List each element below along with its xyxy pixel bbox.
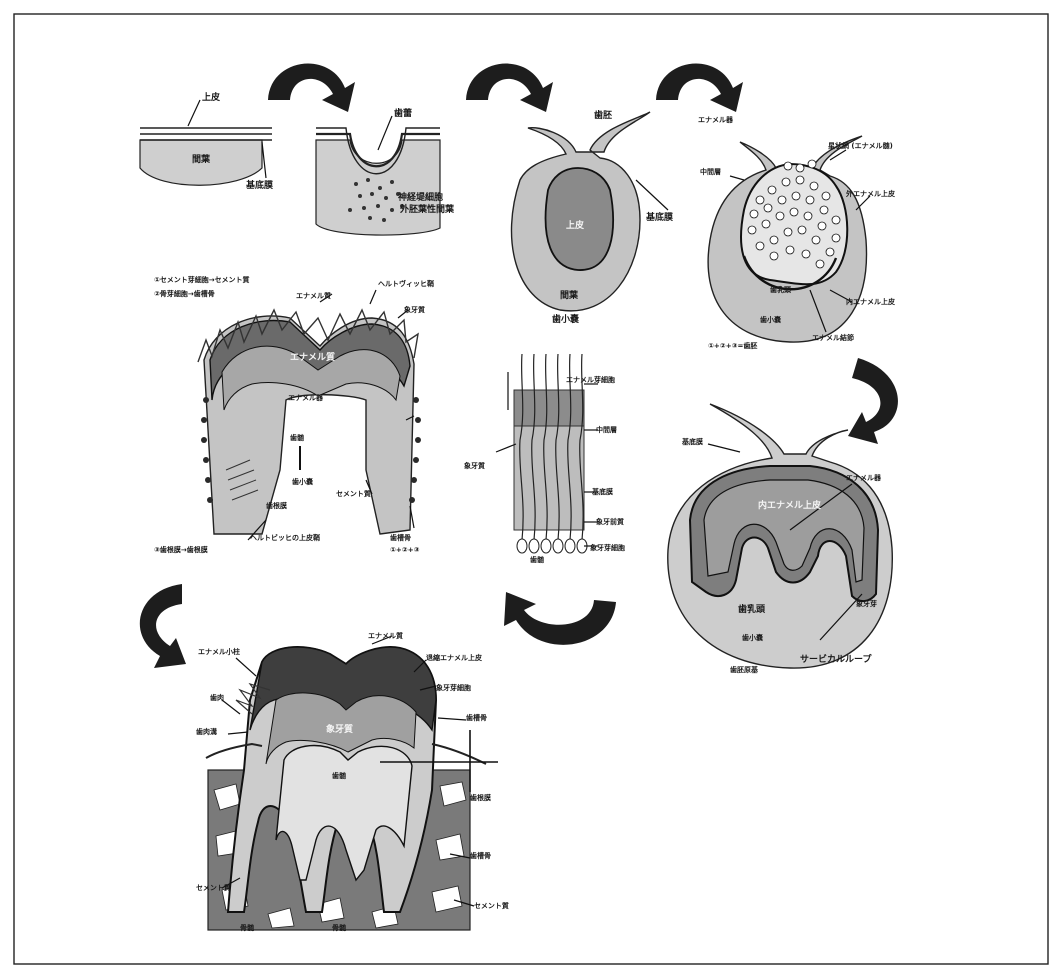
label-inner-enamel-late: 内エナメル上皮 — [758, 499, 822, 511]
label-cementum-complete-2: セメント質 — [474, 901, 509, 910]
label-ectomesenchyme: 外胚葉性間葉 — [399, 203, 455, 215]
label-marrow-complete: 骨髄 — [332, 923, 347, 932]
label-tooth-germ: 歯胚 — [594, 109, 612, 121]
label-periodontal-complete: 歯根膜 — [470, 793, 491, 802]
label-neural-crest: 神経堤細胞 — [398, 191, 443, 203]
label-basement-membrane: 基底膜 — [245, 179, 274, 191]
label-predentin: 象牙前質 — [596, 517, 624, 526]
label-enamel-layer: エナメル質 — [290, 351, 335, 363]
label-gingiva: 歯肉 — [210, 693, 224, 702]
stage-bud: 歯蕾 神経堤細胞 外胚葉性間葉 — [316, 107, 455, 235]
label-enamel-organ-bell: エナメル器 — [698, 115, 734, 124]
stage-complete: エナメル質 エナメル小柱 歯肉 退縮エナメル上皮 象牙質 歯肉溝 歯髄 象牙芽細… — [196, 631, 509, 932]
label-dental-sac-late: 歯小嚢 — [742, 633, 764, 642]
label-odontoblast-late: 象牙芽 — [856, 599, 877, 608]
stage-crown: ①セメント芽細胞→セメント質 ②骨芽細胞→歯槽骨 エナメル質 ヘルトヴィッヒ鞘 … — [154, 275, 434, 554]
label-ameloblast: エナメル芽細胞 — [566, 375, 615, 384]
stage-bell-early: エナメル器 星状網 (エナメル髄) 外エナメル上皮 中間層 歯乳頭 内エナメル上… — [698, 115, 895, 350]
label-root-complete: 骨髄 — [240, 923, 255, 932]
label-enamel-knot: エナメル結節 — [812, 333, 854, 342]
label-cap-mesenchyme: 間葉 — [560, 289, 579, 301]
label-pulp-complete: 歯髄 — [332, 771, 347, 780]
stage-apposition: エナメル芽細胞 中間層 象牙質 基底膜 象牙前質 象牙芽細胞 歯髄 — [464, 354, 625, 564]
stage-bell-late: 基底膜 エナメル器 内エナメル上皮 歯乳頭 象牙芽 歯小嚢 サービカルループ 歯… — [668, 404, 893, 674]
label-cap-epithelium: 上皮 — [566, 219, 585, 231]
label-dentin-apposition: 象牙質 — [464, 461, 485, 470]
label-hertwig: ヘルトヴィッヒ鞘 — [378, 279, 434, 288]
label-enamel-rod: エナメル小柱 — [198, 647, 240, 656]
label-pulp-apposition: 歯髄 — [530, 555, 545, 564]
label-pulp-crown: 歯髄 — [290, 433, 305, 442]
label-enamel-organ: 歯蕾 — [394, 107, 412, 119]
label-enamel-complete: エナメル質 — [368, 631, 403, 640]
label-mesenchyme: 間葉 — [192, 153, 211, 165]
label-alveolar-complete: 歯槽骨 — [470, 851, 491, 860]
label-basement-apposition: 基底膜 — [591, 487, 613, 496]
label-dental-papilla-late: 歯乳頭 — [738, 603, 766, 615]
label-cap-basement: 基底膜 — [645, 211, 674, 223]
label-inner-enamel-epithelium: 内エナメル上皮 — [846, 297, 895, 306]
label-cervical-loop: サービカルループ — [800, 653, 872, 665]
label-dentin-complete: 象牙質 — [326, 723, 353, 735]
cycle-arrow-1 — [268, 64, 355, 112]
label-enamel-crown: エナメル質 — [296, 291, 331, 300]
cycle-arrow-4 — [848, 358, 898, 444]
label-formula-early: ①+②+③=歯胚 — [708, 341, 757, 350]
label-enamel-organ-late: エナメル器 — [846, 473, 882, 482]
label-reduced-enamel: 退縮エナメル上皮 — [426, 653, 482, 662]
stage-cap: 歯胚 上皮 基底膜 間葉 歯小嚢 — [511, 109, 674, 325]
label-sac-crown: 歯小嚢 — [292, 477, 314, 486]
label-formula-crown: ①+②+③ — [390, 546, 420, 554]
label-odontoblast-complete: 象牙芽細胞 — [436, 683, 471, 692]
label-dental-sac: 歯小嚢 — [552, 313, 580, 325]
label-periodontal-note: ③歯根膜→歯根膜 — [154, 545, 208, 554]
cycle-arrow-5 — [504, 592, 616, 645]
label-dental-papilla-early: 歯乳頭 — [770, 285, 792, 294]
stage-initiation: 上皮 間葉 基底膜 — [140, 91, 274, 191]
label-dental-sac-early: 歯小嚢 — [760, 315, 782, 324]
label-alveolar-crown: 歯槽骨 — [390, 533, 411, 542]
label-osteoblast-note: ②骨芽細胞→歯槽骨 — [154, 289, 215, 298]
label-stellate-reticulum: 星状網 (エナメル髄) — [828, 141, 893, 150]
label-periodontal-crown: 歯根膜 — [266, 501, 287, 510]
label-cementum-crown: セメント質 — [336, 489, 371, 498]
label-bone-complete: 歯槽骨 — [466, 713, 487, 722]
label-gingival-sulcus: 歯肉溝 — [196, 727, 217, 736]
label-epithelium: 上皮 — [202, 91, 221, 103]
label-cementoblast-note: ①セメント芽細胞→セメント質 — [154, 275, 250, 284]
label-enamel-organ-crown: エナメル器 — [288, 393, 324, 402]
cycle-arrow-6 — [140, 584, 186, 668]
label-dentin-crown: 象牙質 — [404, 305, 425, 314]
odontoblast-row — [517, 539, 587, 553]
label-stratum-intermedium: 中間層 — [700, 167, 721, 176]
cycle-arrow-3 — [656, 64, 743, 112]
cycle-arrow-2 — [466, 64, 553, 112]
label-odontoblast-apposition: 象牙芽細胞 — [590, 543, 625, 552]
label-tooth-germ-late: 歯胚原基 — [730, 665, 759, 674]
label-root-sheath: ヘルトビッヒの上皮鞘 — [250, 533, 320, 542]
label-cementum-complete: セメント質 — [196, 883, 231, 892]
label-stratum-apposition: 中間層 — [596, 425, 617, 434]
label-outer-enamel-epithelium: 外エナメル上皮 — [846, 189, 895, 198]
label-basement-membrane-late: 基底膜 — [681, 437, 703, 446]
